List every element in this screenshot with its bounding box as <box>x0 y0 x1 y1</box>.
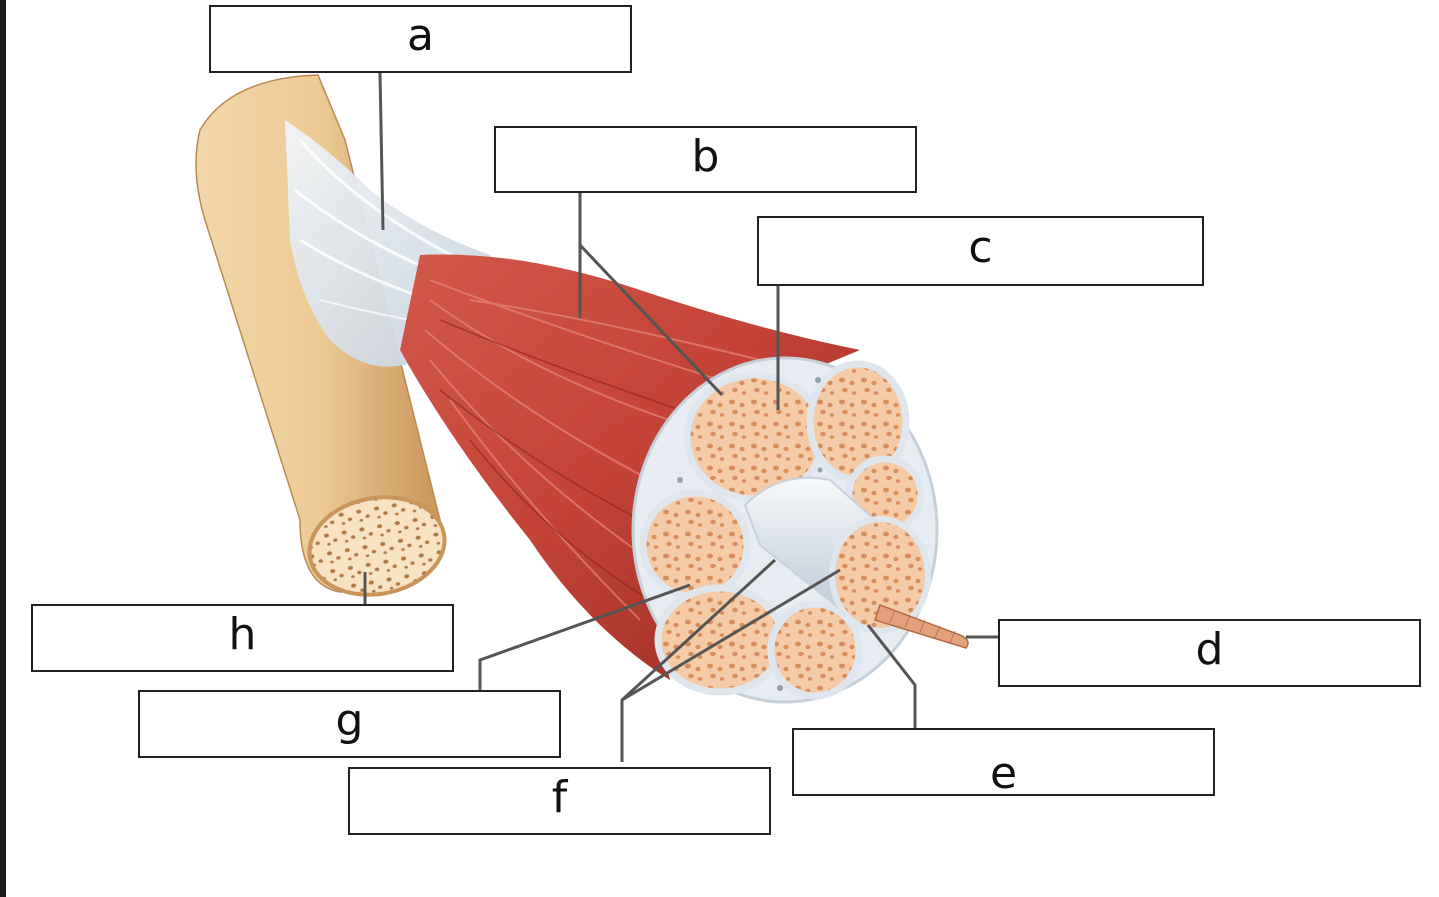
label-g: g <box>335 695 364 746</box>
label-h: h <box>228 609 257 660</box>
label-e: e <box>989 748 1018 799</box>
leader-line-g <box>478 583 691 690</box>
label-f: f <box>551 772 568 823</box>
label-box-h[interactable]: h <box>31 604 454 672</box>
label-d: d <box>1195 624 1224 675</box>
label-box-a[interactable]: a <box>209 5 632 73</box>
leader-line-a <box>378 72 385 231</box>
fascicle <box>639 489 751 601</box>
left-border <box>0 0 6 897</box>
label-box-f[interactable]: f <box>348 767 771 835</box>
bone-shaft <box>195 74 447 597</box>
muscle-cross-section <box>631 356 969 704</box>
leader-line-f-branch <box>621 568 841 702</box>
label-a: a <box>407 10 434 61</box>
leader-line-e <box>866 624 917 728</box>
label-box-e[interactable]: e <box>792 728 1215 796</box>
label-box-c[interactable]: c <box>757 216 1204 286</box>
label-b: b <box>691 130 720 182</box>
leader-line-b-branch <box>578 243 724 397</box>
leader-lines <box>363 72 998 762</box>
label-box-d[interactable]: d <box>998 619 1421 687</box>
muscle-belly <box>400 254 860 680</box>
label-box-g[interactable]: g <box>138 690 561 758</box>
fascicle <box>767 600 863 700</box>
label-c: c <box>968 222 993 273</box>
label-box-b[interactable]: b <box>494 126 917 193</box>
